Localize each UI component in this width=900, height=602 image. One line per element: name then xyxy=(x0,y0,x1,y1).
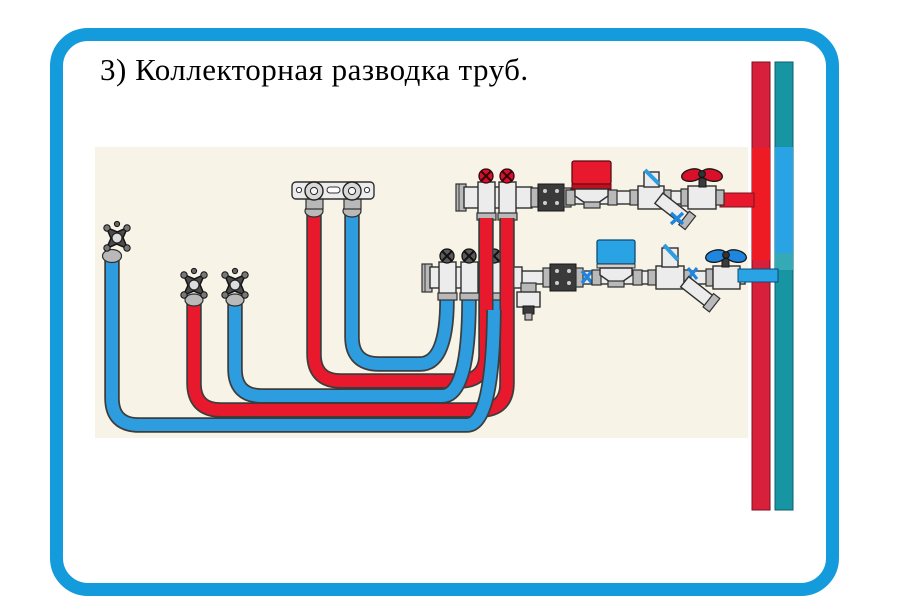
page-title: 3) Коллекторная разводка труб. xyxy=(100,52,529,87)
hot-outlet-knob xyxy=(499,168,515,184)
hot-manifold-2-outlets xyxy=(455,168,533,221)
cold-ball-valve xyxy=(703,247,749,290)
hot-outlet-knob xyxy=(478,168,494,184)
hot-ball-valve xyxy=(679,166,725,210)
cold-water-meter xyxy=(591,239,643,288)
hot-branch-pipe xyxy=(719,192,755,208)
cold-manifold-line xyxy=(421,239,779,321)
cold-branch-pipe xyxy=(737,268,779,283)
tap-valve-left-cold xyxy=(95,216,139,264)
hot-manifold-line xyxy=(455,160,725,231)
union-fitting-cold xyxy=(542,263,584,292)
hot-pipes-over-manifold xyxy=(478,218,515,310)
union-fitting-hot xyxy=(530,183,572,212)
cold-outlet-knob xyxy=(461,248,477,264)
cold-manifold-3-outlets xyxy=(421,248,523,301)
drain-valve xyxy=(516,282,541,321)
tap-valve-mid-hot xyxy=(172,263,216,307)
hot-water-meter xyxy=(565,160,618,209)
cold-water-riser xyxy=(774,61,794,511)
cold-pipes-blue xyxy=(104,208,502,433)
tap-valve-right-cold xyxy=(213,263,257,307)
strainer-cold xyxy=(679,275,721,313)
valve-mark-blue xyxy=(580,269,594,285)
hot-water-riser xyxy=(751,61,771,511)
wall-mount-plate xyxy=(291,181,375,218)
strainer-hot-mark xyxy=(669,211,685,226)
cold-outlet-knob xyxy=(439,248,455,264)
